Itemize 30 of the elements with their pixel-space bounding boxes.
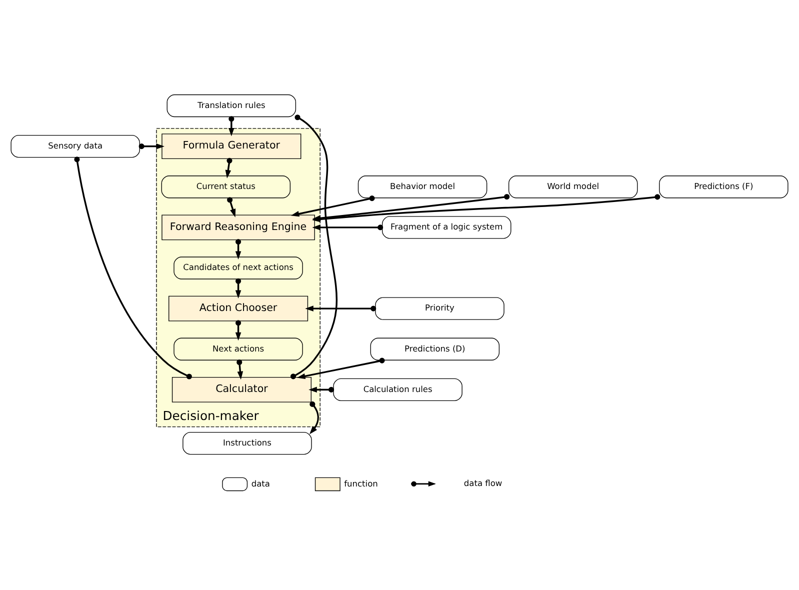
node-box: Predictions (F) (659, 175, 788, 198)
arrow (228, 116, 234, 136)
arrow (308, 386, 334, 392)
arrow (305, 305, 376, 311)
node-box: Forward Reasoning Engine (162, 214, 315, 240)
node-box: Formula Generator (162, 133, 302, 159)
arrow (296, 357, 385, 378)
legend-label: data (251, 478, 270, 488)
legend-label: data flow (464, 478, 502, 488)
arrow (290, 195, 375, 216)
node-box: Predictions (D) (370, 337, 500, 360)
arrow (312, 224, 384, 230)
node-box: Current status (161, 175, 291, 198)
node-box: Behavior model (358, 175, 488, 198)
node-box: Fragment of a logic system (382, 216, 512, 238)
arrow (138, 142, 164, 149)
connector (290, 114, 338, 379)
node-box: World model (508, 175, 638, 198)
legend-label: function (344, 478, 378, 488)
node-box: Next actions (174, 337, 303, 360)
node-box: Action Chooser (168, 295, 308, 321)
connector (74, 156, 192, 379)
node-box: Instructions (182, 431, 312, 454)
node-box: Calculation rules (333, 378, 462, 401)
node-box: Sensory data (10, 134, 140, 158)
node-box: Priority (375, 296, 504, 320)
node-box: Candidates of next actions (174, 256, 303, 279)
node-box: Calculator (172, 376, 312, 402)
arrow (309, 400, 319, 434)
node-box: Translation rules (166, 94, 296, 117)
